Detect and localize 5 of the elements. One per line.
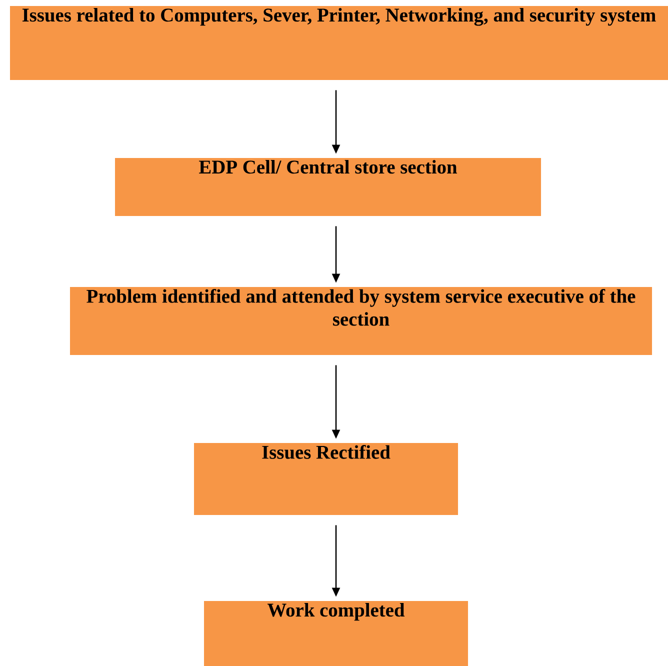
process-box: Work completed xyxy=(204,601,468,666)
process-box: Issues Rectified xyxy=(194,443,458,515)
process-box: EDP Cell/ Central store section xyxy=(115,158,541,216)
process-box: Problem identified and attended by system service executive of the section xyxy=(70,287,652,355)
process-box: Issues related to Computers, Sever, Printer, Networking, and security system xyxy=(10,6,668,80)
